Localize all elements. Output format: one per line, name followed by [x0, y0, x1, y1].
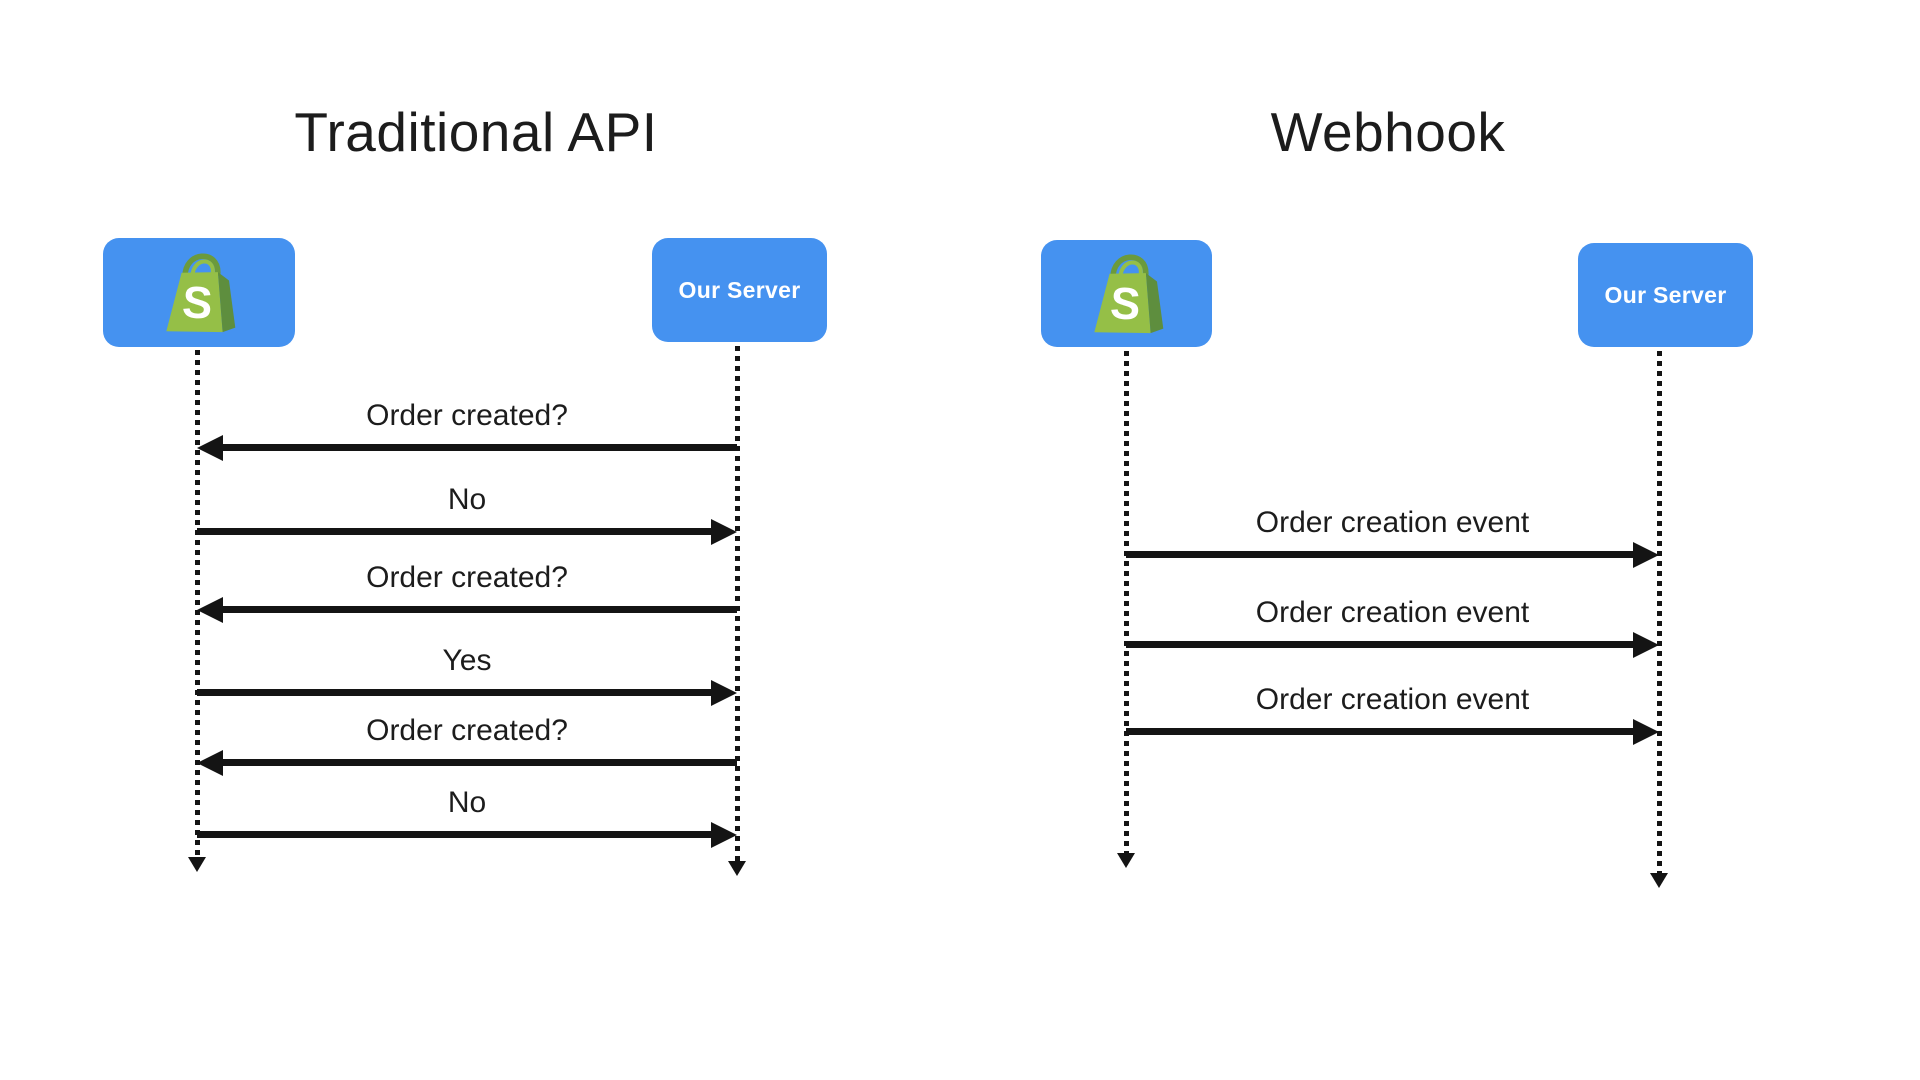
message-arrowhead-icon: [711, 680, 737, 706]
message-label: Order created?: [366, 399, 568, 432]
message-label: Order created?: [366, 561, 568, 594]
actor-label: Our Server: [1604, 281, 1727, 308]
lifeline-end-arrowhead-icon: [728, 861, 746, 876]
message-arrowhead-icon: [1633, 542, 1659, 568]
svg-text:S: S: [1108, 276, 1142, 329]
shopify-bag-icon: S: [1093, 254, 1163, 333]
lifeline-end-arrowhead-icon: [1650, 873, 1668, 888]
message-arrow-line: [1126, 641, 1639, 648]
message-label: Order creation event: [1255, 683, 1530, 716]
diagram-title-traditional-api: Traditional API: [294, 101, 658, 163]
message-arrowhead-icon: [197, 750, 223, 776]
message-arrow-line: [197, 689, 717, 696]
lifeline: [1657, 351, 1662, 874]
svg-text:S: S: [181, 275, 215, 328]
message-label: No: [447, 786, 487, 819]
actor-label: Our Server: [678, 276, 801, 303]
message-arrow-line: [1126, 551, 1639, 558]
actor-our-server-traditional: Our Server: [652, 238, 827, 342]
message-arrowhead-icon: [197, 597, 223, 623]
message-arrowhead-icon: [711, 822, 737, 848]
actor-our-server-webhook: Our Server: [1578, 243, 1753, 347]
message-arrow-line: [197, 831, 717, 838]
actor-shopify-traditional: S: [103, 238, 295, 347]
actor-shopify-webhook: S: [1041, 240, 1212, 347]
shopify-bag-icon: S: [166, 253, 236, 332]
message-arrow-line: [217, 444, 737, 451]
message-arrowhead-icon: [197, 435, 223, 461]
message-arrow-line: [217, 606, 737, 613]
message-label: Yes: [442, 644, 492, 677]
message-label: Order creation event: [1255, 506, 1530, 539]
message-arrow-line: [1126, 728, 1639, 735]
lifeline-end-arrowhead-icon: [188, 857, 206, 872]
message-arrowhead-icon: [1633, 632, 1659, 658]
message-label: Order creation event: [1255, 596, 1530, 629]
message-arrow-line: [217, 759, 737, 766]
message-arrowhead-icon: [711, 519, 737, 545]
lifeline-end-arrowhead-icon: [1117, 853, 1135, 868]
lifeline: [735, 346, 740, 862]
message-label: Order created?: [366, 714, 568, 747]
message-label: No: [447, 483, 487, 516]
diagram-title-webhook: Webhook: [1270, 101, 1506, 163]
message-arrowhead-icon: [1633, 719, 1659, 745]
message-arrow-line: [197, 528, 717, 535]
lifeline: [1124, 351, 1129, 854]
